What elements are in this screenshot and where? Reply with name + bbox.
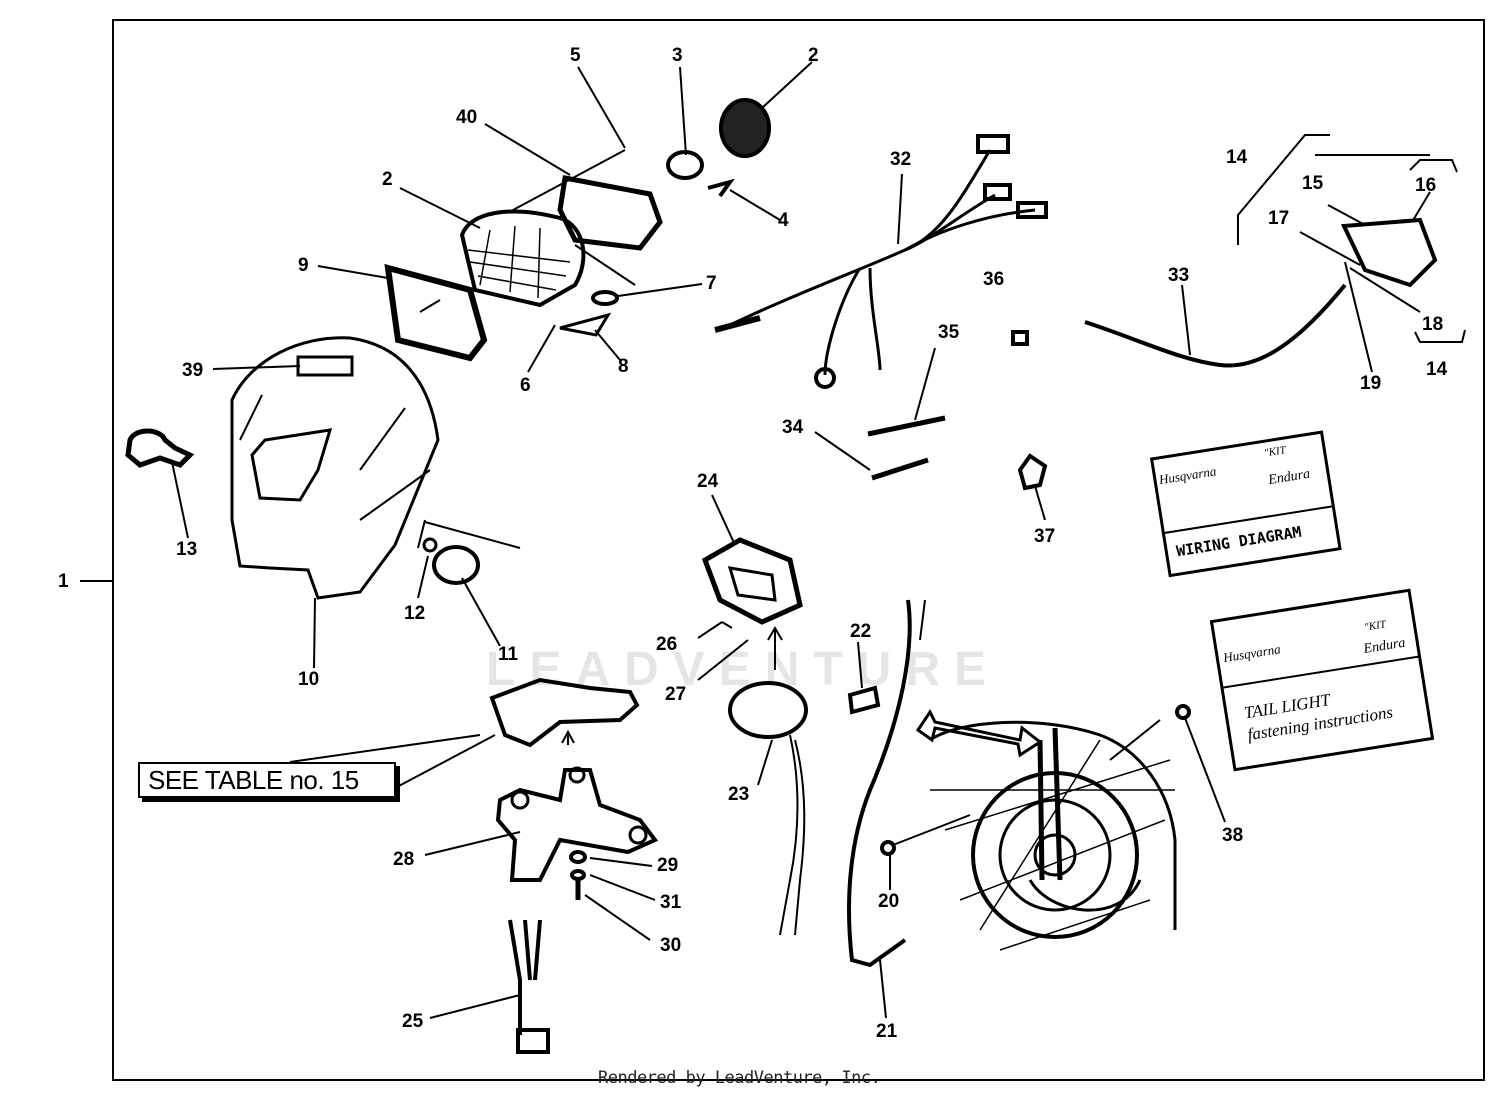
callout-6: 6 — [520, 375, 531, 396]
callout-26: 26 — [656, 634, 678, 655]
callout-17: 17 — [1268, 208, 1290, 229]
wiring-diagram-card — [1149, 430, 1342, 578]
callout-36: 36 — [983, 269, 1005, 290]
callout-23: 23 — [728, 784, 750, 805]
callout-18: 18 — [1422, 314, 1444, 335]
tail-card-brand: Husqvarna — [1222, 641, 1282, 666]
diagram-frame — [112, 19, 1485, 1081]
callout-13: 13 — [176, 539, 198, 560]
callout-14: 14 — [1226, 147, 1248, 168]
headlight-lens-assembly — [384, 175, 663, 362]
callout-8: 8 — [618, 356, 629, 377]
tail-card-kit: "KIT — [1363, 618, 1387, 634]
callout-34: 34 — [782, 417, 804, 438]
callout-2: 2 — [808, 45, 819, 66]
callout-32: 32 — [890, 149, 912, 170]
callout-39: 39 — [182, 360, 204, 381]
callout-40: 40 — [456, 107, 478, 128]
callout-29: 29 — [657, 855, 679, 876]
callout-14: 14 — [1426, 359, 1448, 380]
see-table-link[interactable]: SEE TABLE no. 15 — [138, 762, 396, 798]
callout-30: 30 — [660, 935, 682, 956]
watermark: LEADVENTURE — [486, 643, 1001, 696]
callout-19: 19 — [1360, 373, 1382, 394]
callout-24: 24 — [697, 471, 719, 492]
callout-20: 20 — [878, 891, 900, 912]
callout-4: 4 — [778, 210, 789, 231]
callout-10: 10 — [298, 669, 320, 690]
callout-31: 31 — [660, 892, 682, 913]
callout-7: 7 — [706, 273, 717, 294]
callout-27: 27 — [665, 684, 687, 705]
callout-37: 37 — [1034, 526, 1056, 547]
callout-11: 11 — [498, 644, 519, 665]
wiring-card-kit: "KIT — [1263, 444, 1287, 460]
callout-35: 35 — [938, 322, 960, 343]
callout-25: 25 — [402, 1011, 424, 1032]
wiring-card-title: WIRING DIAGRAM — [1175, 522, 1303, 561]
callout-38: 38 — [1222, 825, 1244, 846]
callout-16: 16 — [1415, 175, 1437, 196]
tail-light-card — [1209, 588, 1435, 772]
callout-22: 22 — [850, 621, 872, 642]
callout-33: 33 — [1168, 265, 1190, 286]
wiring-card-brand: Husqvarna — [1157, 463, 1218, 488]
footer-credit: Rendered by LeadVenture, Inc. — [598, 1068, 881, 1088]
callout-28: 28 — [393, 849, 415, 870]
wiring-card-model: Endura — [1267, 466, 1312, 489]
callout-12: 12 — [404, 603, 426, 624]
callout-2: 2 — [382, 169, 393, 190]
callout-1: 1 — [58, 571, 69, 592]
tail-light-card-text: Husqvarna "KIT Endura TAIL LIGHT fasteni… — [1211, 590, 1432, 769]
wiring-harness — [714, 134, 1048, 389]
callout-21: 21 — [876, 1021, 898, 1042]
callout-3: 3 — [672, 45, 683, 66]
front-wheel — [915, 709, 1177, 951]
callout-9: 9 — [298, 255, 309, 276]
headlight-fairing — [230, 336, 440, 600]
callout-15: 15 — [1302, 173, 1324, 194]
tail-card-model: Endura — [1362, 635, 1407, 658]
callout-5: 5 — [570, 45, 581, 66]
